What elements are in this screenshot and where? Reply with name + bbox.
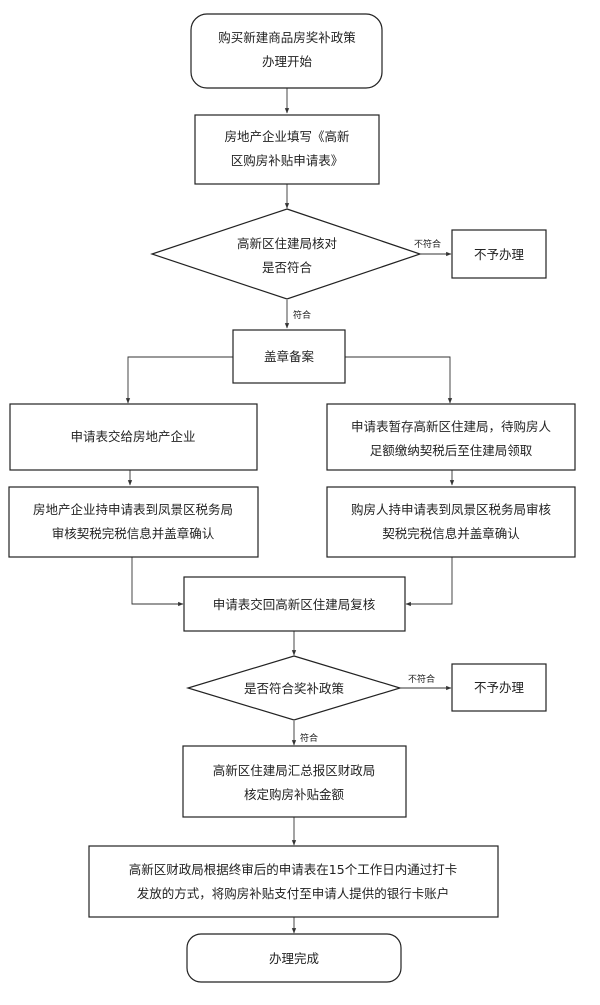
- svg-text:高新区住建局汇总报区财政局: 高新区住建局汇总报区财政局: [213, 763, 376, 778]
- svg-text:购买新建商品房奖补政策: 购买新建商品房奖补政策: [218, 30, 356, 45]
- decision-check2-text: 是否符合奖补政策: [244, 681, 345, 696]
- connectors: [125, 88, 455, 934]
- label-not-match-1: 不符合: [414, 238, 441, 250]
- decision-check1-text: 高新区住建局核对 是否符合: [237, 236, 337, 275]
- node-fill-form: [194, 114, 380, 185]
- node-left-tax: [8, 486, 259, 558]
- node-summary: [182, 745, 407, 818]
- decision-check1: [150, 208, 422, 300]
- node-left-tax-text: 房地产企业持申请表到凤景区税务局 审核契税完税信息并盖章确认: [33, 502, 233, 541]
- svg-text:高新区住建局核对: 高新区住建局核对: [237, 236, 337, 251]
- node-start: [190, 13, 383, 89]
- node-summary-text: 高新区住建局汇总报区财政局 核定购房补贴金额: [213, 763, 376, 802]
- node-left-deliver-text: 申请表交给房地产企业: [70, 429, 195, 444]
- label-match-1: 符合: [293, 309, 311, 321]
- node-end: [186, 933, 402, 983]
- edge-stamp-left: [125, 356, 233, 404]
- edge-righttax-review: [405, 557, 453, 607]
- svg-text:购房人持申请表到凤景区税务局审核: 购房人持申请表到凤景区税务局审核: [351, 502, 552, 517]
- svg-text:是否符合: 是否符合: [262, 260, 313, 275]
- node-right-hold-text: 申请表暂存高新区住建局，待购房人 足额缴纳契税后至住建局领取: [351, 419, 552, 458]
- svg-text:房地产企业填写《高新: 房地产企业填写《高新: [224, 129, 349, 144]
- label-match-2: 符合: [300, 732, 318, 744]
- node-return-review-text: 申请表交回高新区住建局复核: [213, 597, 376, 612]
- svg-text:区购房补贴申请表》: 区购房补贴申请表》: [231, 153, 344, 168]
- label-not-match-2: 不符合: [408, 673, 435, 685]
- node-right-tax: [326, 486, 576, 558]
- svg-text:申请表暂存高新区住建局，待购房人: 申请表暂存高新区住建局，待购房人: [351, 419, 552, 434]
- node-end-text: 办理完成: [269, 951, 319, 966]
- svg-text:契税完税信息并盖章确认: 契税完税信息并盖章确认: [382, 526, 520, 541]
- decision-check2: [185, 655, 403, 721]
- node-right-tax-text: 购房人持申请表到凤景区税务局审核 契税完税信息并盖章确认: [351, 502, 552, 541]
- node-right-hold: [326, 403, 576, 471]
- svg-text:高新区财政局根据终审后的申请表在15个工作日内通过打卡: 高新区财政局根据终审后的申请表在15个工作日内通过打卡: [129, 862, 457, 877]
- node-reject-2-text: 不予办理: [474, 680, 525, 695]
- edge-stamp-right: [345, 356, 453, 404]
- node-left-deliver: [9, 403, 258, 471]
- node-return-review: [183, 576, 406, 632]
- node-reject-2: [451, 663, 547, 712]
- node-reject-1: [451, 229, 547, 279]
- node-payout-text: 高新区财政局根据终审后的申请表在15个工作日内通过打卡 发放的方式，将购房补贴支…: [129, 862, 457, 901]
- edge-lefttax-review: [131, 557, 184, 607]
- svg-text:房地产企业持申请表到凤景区税务局: 房地产企业持申请表到凤景区税务局: [33, 502, 233, 517]
- node-stamp: [232, 329, 346, 384]
- node-fill-form-text: 房地产企业填写《高新 区购房补贴申请表》: [224, 129, 349, 168]
- svg-text:核定购房补贴金额: 核定购房补贴金额: [244, 787, 345, 802]
- svg-text:审核契税完税信息并盖章确认: 审核契税完税信息并盖章确认: [52, 526, 215, 541]
- node-payout: [88, 845, 499, 918]
- svg-text:发放的方式，将购房补贴支付至申请人提供的银行卡账户: 发放的方式，将购房补贴支付至申请人提供的银行卡账户: [137, 886, 450, 901]
- svg-text:办理开始: 办理开始: [262, 54, 313, 69]
- node-start-text: 购买新建商品房奖补政策 办理开始: [218, 30, 356, 69]
- node-reject-1-text: 不予办理: [474, 247, 525, 262]
- svg-text:足额缴纳契税后至住建局领取: 足额缴纳契税后至住建局领取: [370, 443, 533, 458]
- node-stamp-text: 盖章备案: [264, 349, 315, 364]
